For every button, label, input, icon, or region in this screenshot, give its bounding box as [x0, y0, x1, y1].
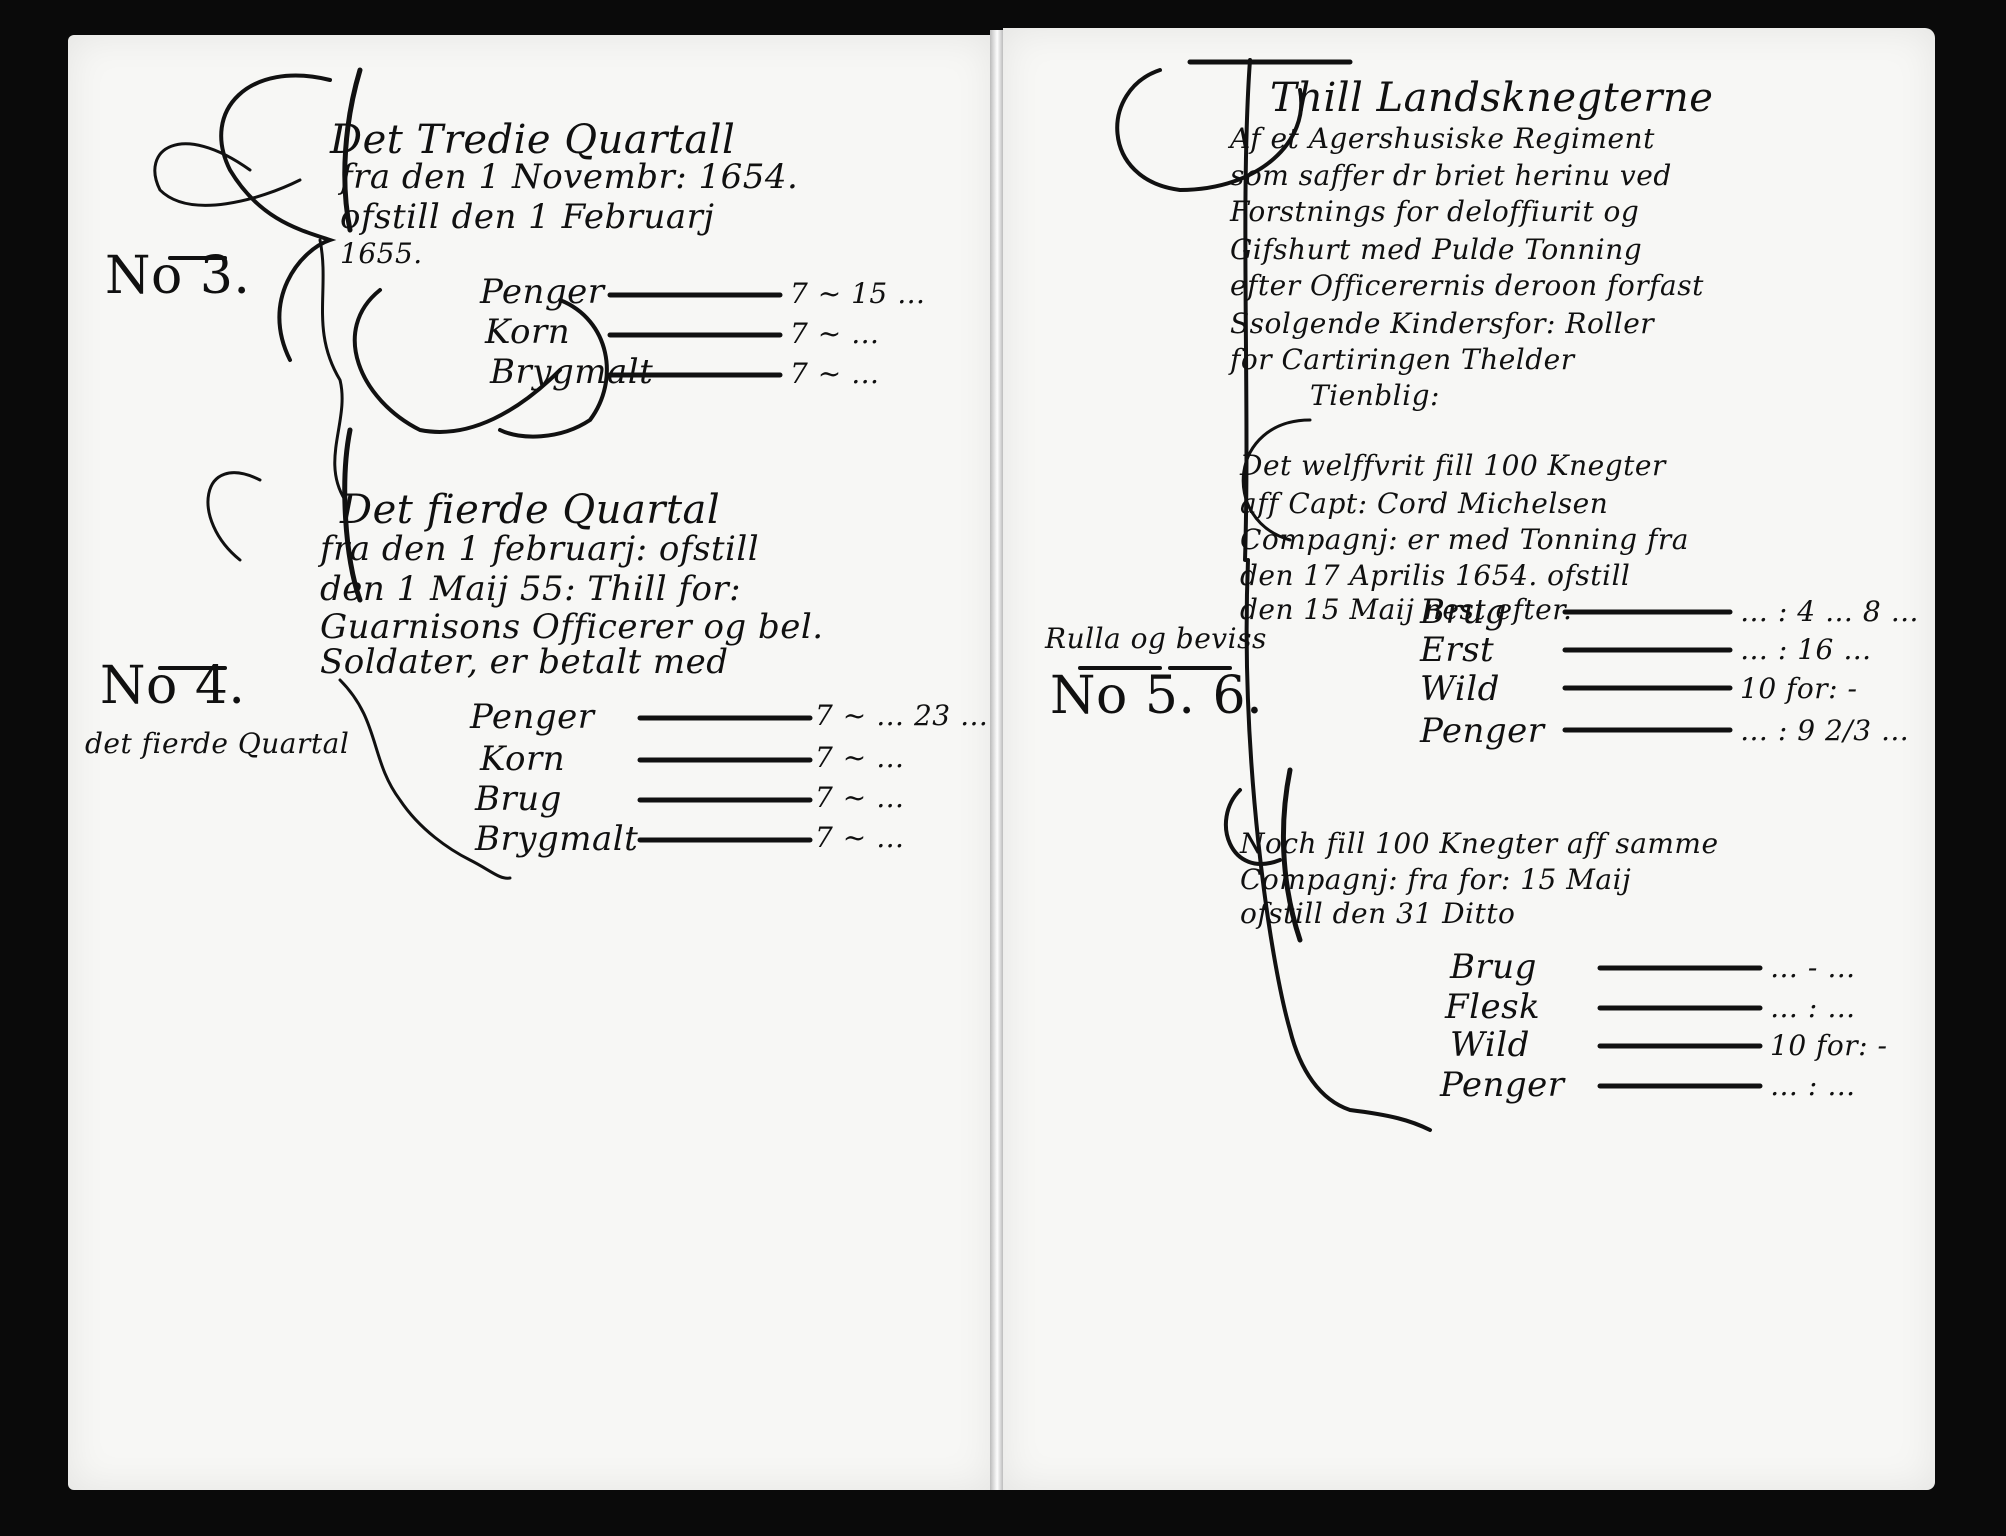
- right-heading-line-6: efter Officerernis deroon forfast: [1230, 269, 1704, 302]
- right-section-2-line-3: ofstill den 31 Ditto: [1240, 897, 1516, 930]
- ledger-item-label: Brygmalt: [490, 352, 654, 392]
- ledger-item-label: Brug: [1450, 947, 1537, 987]
- ledger-item-label: Brygmalt: [475, 819, 639, 859]
- ledger-item-label: Wild: [1420, 669, 1500, 709]
- right-section-1-line-3: Compagnj: er med Tonning fra: [1240, 523, 1689, 556]
- left-section-1-number: No 3.: [105, 246, 251, 306]
- right-page: [1003, 28, 1935, 1490]
- right-section-1-line-1: Det welffvrit fill 100 Knegter: [1240, 449, 1666, 482]
- right-heading-line-3: som saffer dr briet herinu ved: [1230, 159, 1672, 192]
- ledger-item-value: 7 ~ …: [815, 821, 905, 854]
- left-heading-2-line-5: Soldater, er betalt med: [320, 642, 729, 682]
- ledger-item-value: … : 9 2/3 …: [1740, 714, 1910, 747]
- right-heading-line-7: Ssolgende Kindersfor: Roller: [1230, 307, 1655, 340]
- ledger-item-value: … : 16 …: [1740, 633, 1872, 666]
- right-section-1-line-2: aff Capt: Cord Michelsen: [1240, 487, 1609, 520]
- right-heading-line-2: Af et Agershusiske Regiment: [1230, 122, 1655, 155]
- ledger-item-value: 7 ~ … 23 …: [815, 699, 989, 732]
- right-heading-line-4: Forstnings for deloffiurit og: [1230, 195, 1640, 228]
- left-section-2-side-note: det fierde Quartal: [85, 727, 350, 760]
- left-heading-1-line-3: ofstill den 1 Februarj: [340, 197, 715, 237]
- ledger-item-label: Penger: [470, 697, 595, 737]
- ledger-item-label: Penger: [480, 272, 605, 312]
- right-roll-note: Rulla og beviss: [1045, 622, 1267, 655]
- left-heading-2-line-3: den 1 Maij 55: Thill for:: [320, 569, 742, 609]
- ledger-item-label: Wild: [1450, 1025, 1530, 1065]
- ledger-item-label: Penger: [1440, 1065, 1565, 1105]
- ledger-item-value: 7 ~ …: [815, 781, 905, 814]
- left-heading-2-line-1: Det fierde Quartal: [340, 487, 721, 533]
- ledger-item-label: Korn: [485, 312, 571, 352]
- ledger-item-label: Erst: [1420, 630, 1495, 670]
- left-heading-1-line-2: fra den 1 Novembr: 1654.: [340, 157, 799, 197]
- ledger-item-value: … : …: [1770, 991, 1856, 1024]
- ledger-item-label: Flesk: [1445, 987, 1541, 1027]
- right-heading-line-1: Thill Landsknegterne: [1270, 75, 1714, 121]
- ledger-item-value: … : 4 … 8 …: [1740, 595, 1920, 628]
- left-section-2-number: No 4.: [100, 656, 246, 716]
- right-heading-line-8: for Cartiringen Thelder: [1230, 343, 1575, 376]
- ledger-item-value: 7 ~ 15 …: [790, 277, 926, 310]
- ledger-item-value: … : …: [1770, 1069, 1856, 1102]
- right-heading-line-5: Gifshurt med Pulde Tonning: [1230, 233, 1643, 266]
- right-section-2-line-2: Compagnj: fra for: 15 Maij: [1240, 863, 1632, 896]
- ledger-item-value: 7 ~ …: [790, 357, 880, 390]
- right-section-1-line-4: den 17 Aprilis 1654. ofstill: [1240, 559, 1631, 592]
- right-section-2-line-1: Noch fill 100 Knegter aff samme: [1240, 827, 1719, 860]
- ledger-item-label: Penger: [1420, 711, 1545, 751]
- right-heading-line-9: Tienblig:: [1310, 379, 1440, 412]
- left-heading-1-line-1: Det Tredie Quartall: [330, 117, 736, 163]
- ledger-item-value: 7 ~ …: [790, 317, 880, 350]
- ledger-item-label: Korn: [480, 739, 566, 779]
- ledger-item-label: Brug: [1420, 592, 1507, 632]
- ledger-item-label: Brug: [475, 779, 562, 819]
- book-gutter: [990, 30, 1006, 1490]
- ledger-item-value: 10 for: -: [1740, 672, 1858, 705]
- ledger-item-value: 7 ~ …: [815, 741, 905, 774]
- ledger-item-value: … - …: [1770, 951, 1856, 984]
- right-section-1-number: No 5. 6.: [1050, 666, 1264, 726]
- left-heading-2-line-2: fra den 1 februarj: ofstill: [320, 529, 760, 569]
- left-heading-1-line-4: 1655.: [340, 237, 423, 270]
- ledger-item-value: 10 for: -: [1770, 1029, 1888, 1062]
- right-section-1-line-5: den 15 Maij nest efter.: [1240, 593, 1573, 626]
- left-heading-2-line-4: Guarnisons Officerer og bel.: [320, 607, 824, 647]
